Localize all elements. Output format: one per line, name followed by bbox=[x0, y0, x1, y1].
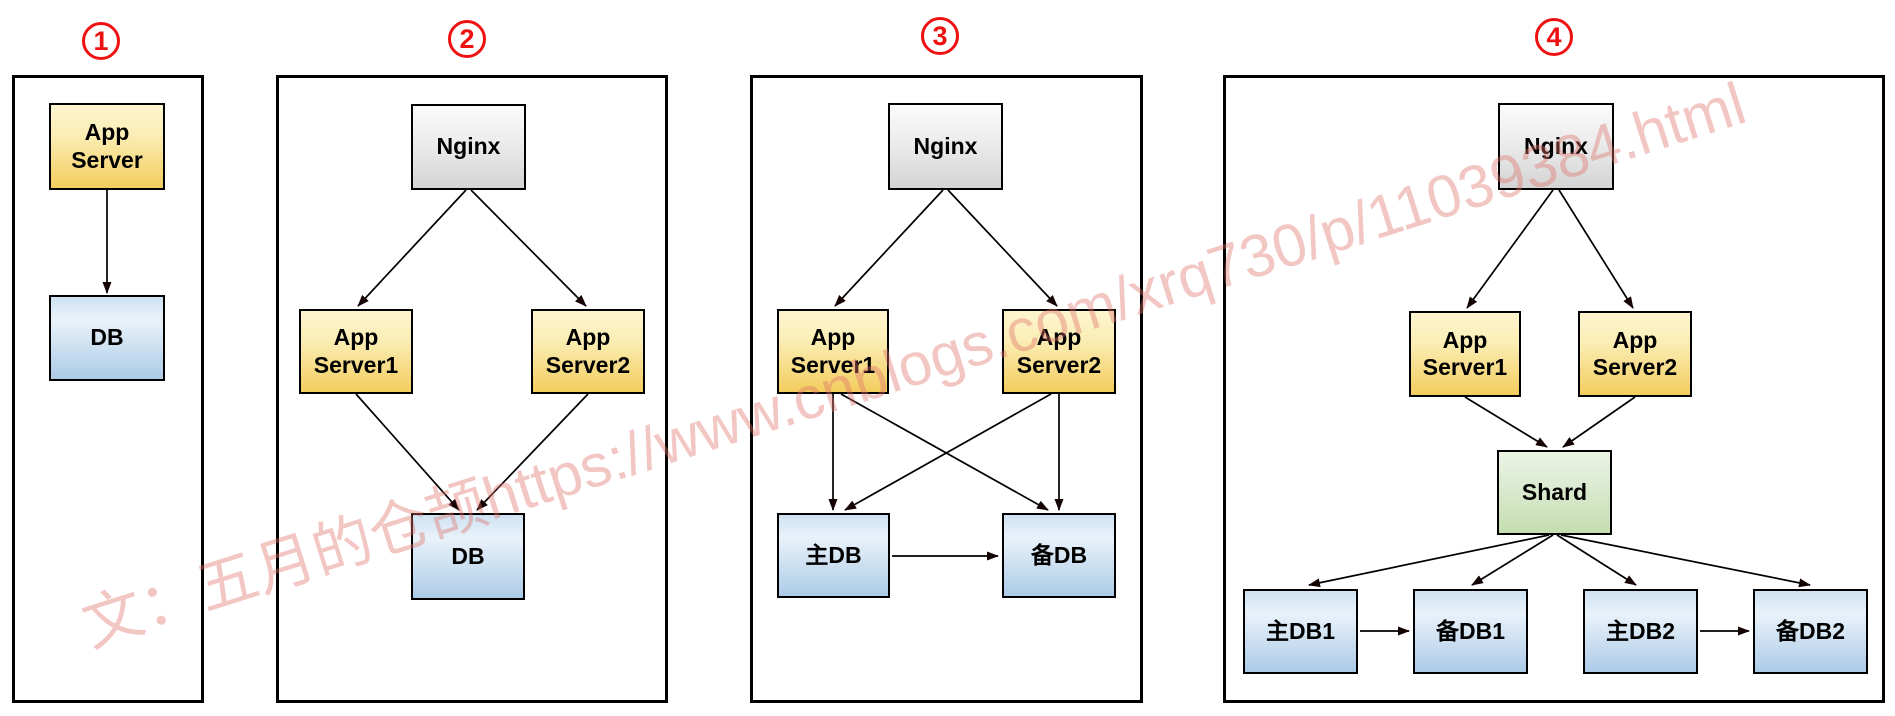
node-p4-app-server2: App Server2 bbox=[1578, 311, 1692, 397]
panel-4-frame bbox=[1223, 75, 1885, 703]
step-3-badge: 3 bbox=[921, 17, 959, 55]
step-4-badge: 4 bbox=[1535, 18, 1573, 56]
node-p2-app-server2: App Server2 bbox=[531, 309, 645, 394]
node-p3-app-server1: App Server1 bbox=[777, 309, 889, 394]
node-p3-backup-db: 备DB bbox=[1002, 513, 1116, 598]
node-p2-nginx: Nginx bbox=[411, 104, 526, 190]
node-p3-nginx: Nginx bbox=[888, 103, 1003, 190]
panel-3-frame bbox=[750, 75, 1143, 703]
panel-2-frame bbox=[276, 75, 668, 703]
node-p4-master-db1: 主DB1 bbox=[1243, 589, 1358, 674]
node-p3-app-server2: App Server2 bbox=[1002, 309, 1116, 394]
node-p2-db: DB bbox=[411, 513, 525, 600]
node-p1-db: DB bbox=[49, 295, 165, 381]
step-1-badge: 1 bbox=[82, 22, 120, 60]
node-p2-app-server1: App Server1 bbox=[299, 309, 413, 394]
node-p4-app-server1: App Server1 bbox=[1409, 311, 1521, 397]
node-p4-shard: Shard bbox=[1497, 450, 1612, 535]
node-p4-backup-db1: 备DB1 bbox=[1413, 589, 1528, 674]
node-p4-nginx: Nginx bbox=[1498, 103, 1614, 190]
node-p3-master-db: 主DB bbox=[777, 513, 890, 598]
node-p1-app-server: App Server bbox=[49, 103, 165, 190]
node-p4-backup-db2: 备DB2 bbox=[1753, 589, 1868, 674]
panel-1-frame bbox=[12, 75, 204, 703]
step-2-badge: 2 bbox=[448, 20, 486, 58]
node-p4-master-db2: 主DB2 bbox=[1583, 589, 1698, 674]
